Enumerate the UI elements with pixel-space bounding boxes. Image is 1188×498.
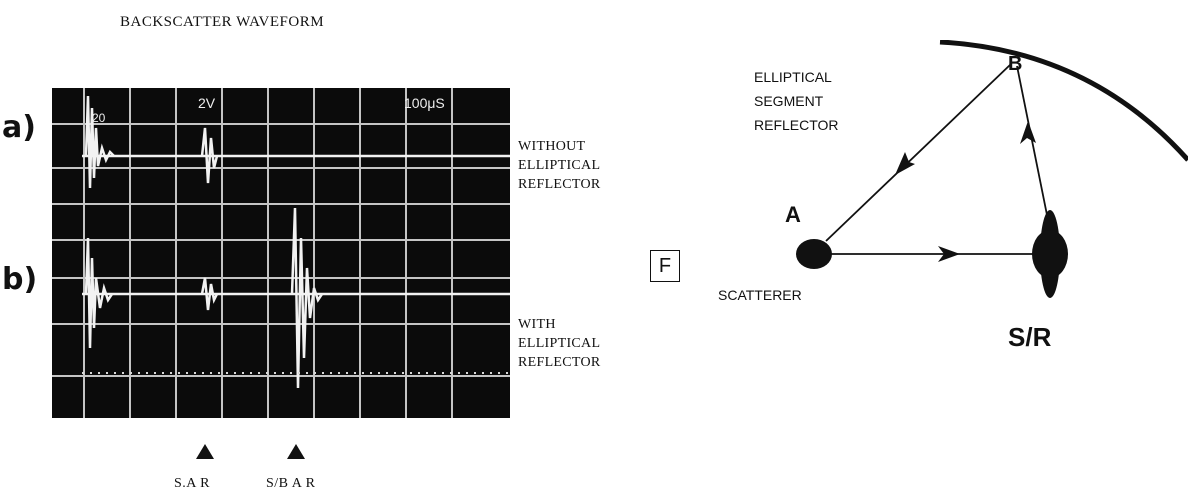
marker-sar-label: S.A R <box>174 476 210 491</box>
oscilloscope-plot: 2V 100μS 20 <box>52 88 510 418</box>
sr-transducer-disc <box>1032 230 1068 278</box>
marker-sar-arrow <box>196 444 214 459</box>
trace-b-label: b) <box>2 262 38 297</box>
reflector-diagram: B A SCATTERER ELLIPTICAL SEGMENT REFLECT… <box>718 40 1188 352</box>
figure-title: BACKSCATTER WAVEFORM <box>120 14 325 30</box>
scatterer-point-a <box>796 239 832 269</box>
trace-a-label: a) <box>2 110 36 145</box>
trace-b-annotation: WITH ELLIPTICAL REFLECTOR <box>518 315 601 372</box>
readout-time: 100μS <box>404 95 445 111</box>
point-b-label: B <box>1008 53 1022 75</box>
marker-sbar-arrow <box>287 444 305 459</box>
trace-a-annotation-line: WITHOUT <box>518 139 586 154</box>
trace-b-annotation-line: ELLIPTICAL <box>518 336 601 351</box>
reflector-label-line: ELLIPTICAL <box>754 69 832 85</box>
ray-b-to-a <box>825 63 1012 242</box>
reflector-label-line: SEGMENT <box>754 93 824 109</box>
trace-b-annotation-line: WITH <box>518 317 556 332</box>
trace-a-annotation: WITHOUT ELLIPTICAL REFLECTOR <box>518 137 601 194</box>
reflector-label-line: REFLECTOR <box>754 117 839 133</box>
sr-label: S/R <box>1008 322 1052 352</box>
point-a-label: A <box>785 202 801 227</box>
graticule <box>52 88 510 418</box>
readout-volts: 2V <box>198 95 216 111</box>
arrowhead-b-to-a <box>895 152 915 175</box>
scatterer-label: SCATTERER <box>718 287 802 303</box>
oscilloscope-screen: 2V 100μS 20 <box>52 88 510 418</box>
elliptical-reflector-arc <box>939 40 1188 162</box>
readout-channel: 20 <box>92 111 106 125</box>
figure-letter-box: F <box>650 250 680 282</box>
arrowhead-sr-to-b <box>1020 121 1036 144</box>
trace-a-annotation-line: REFLECTOR <box>518 177 601 192</box>
arrowhead-a-to-sr <box>938 246 960 262</box>
trace-b-annotation-line: REFLECTOR <box>518 355 601 370</box>
trace-b <box>82 207 510 389</box>
marker-sbar-label: S/B A R <box>266 476 316 491</box>
trace-a-annotation-line: ELLIPTICAL <box>518 158 601 173</box>
trace-a <box>82 95 510 189</box>
